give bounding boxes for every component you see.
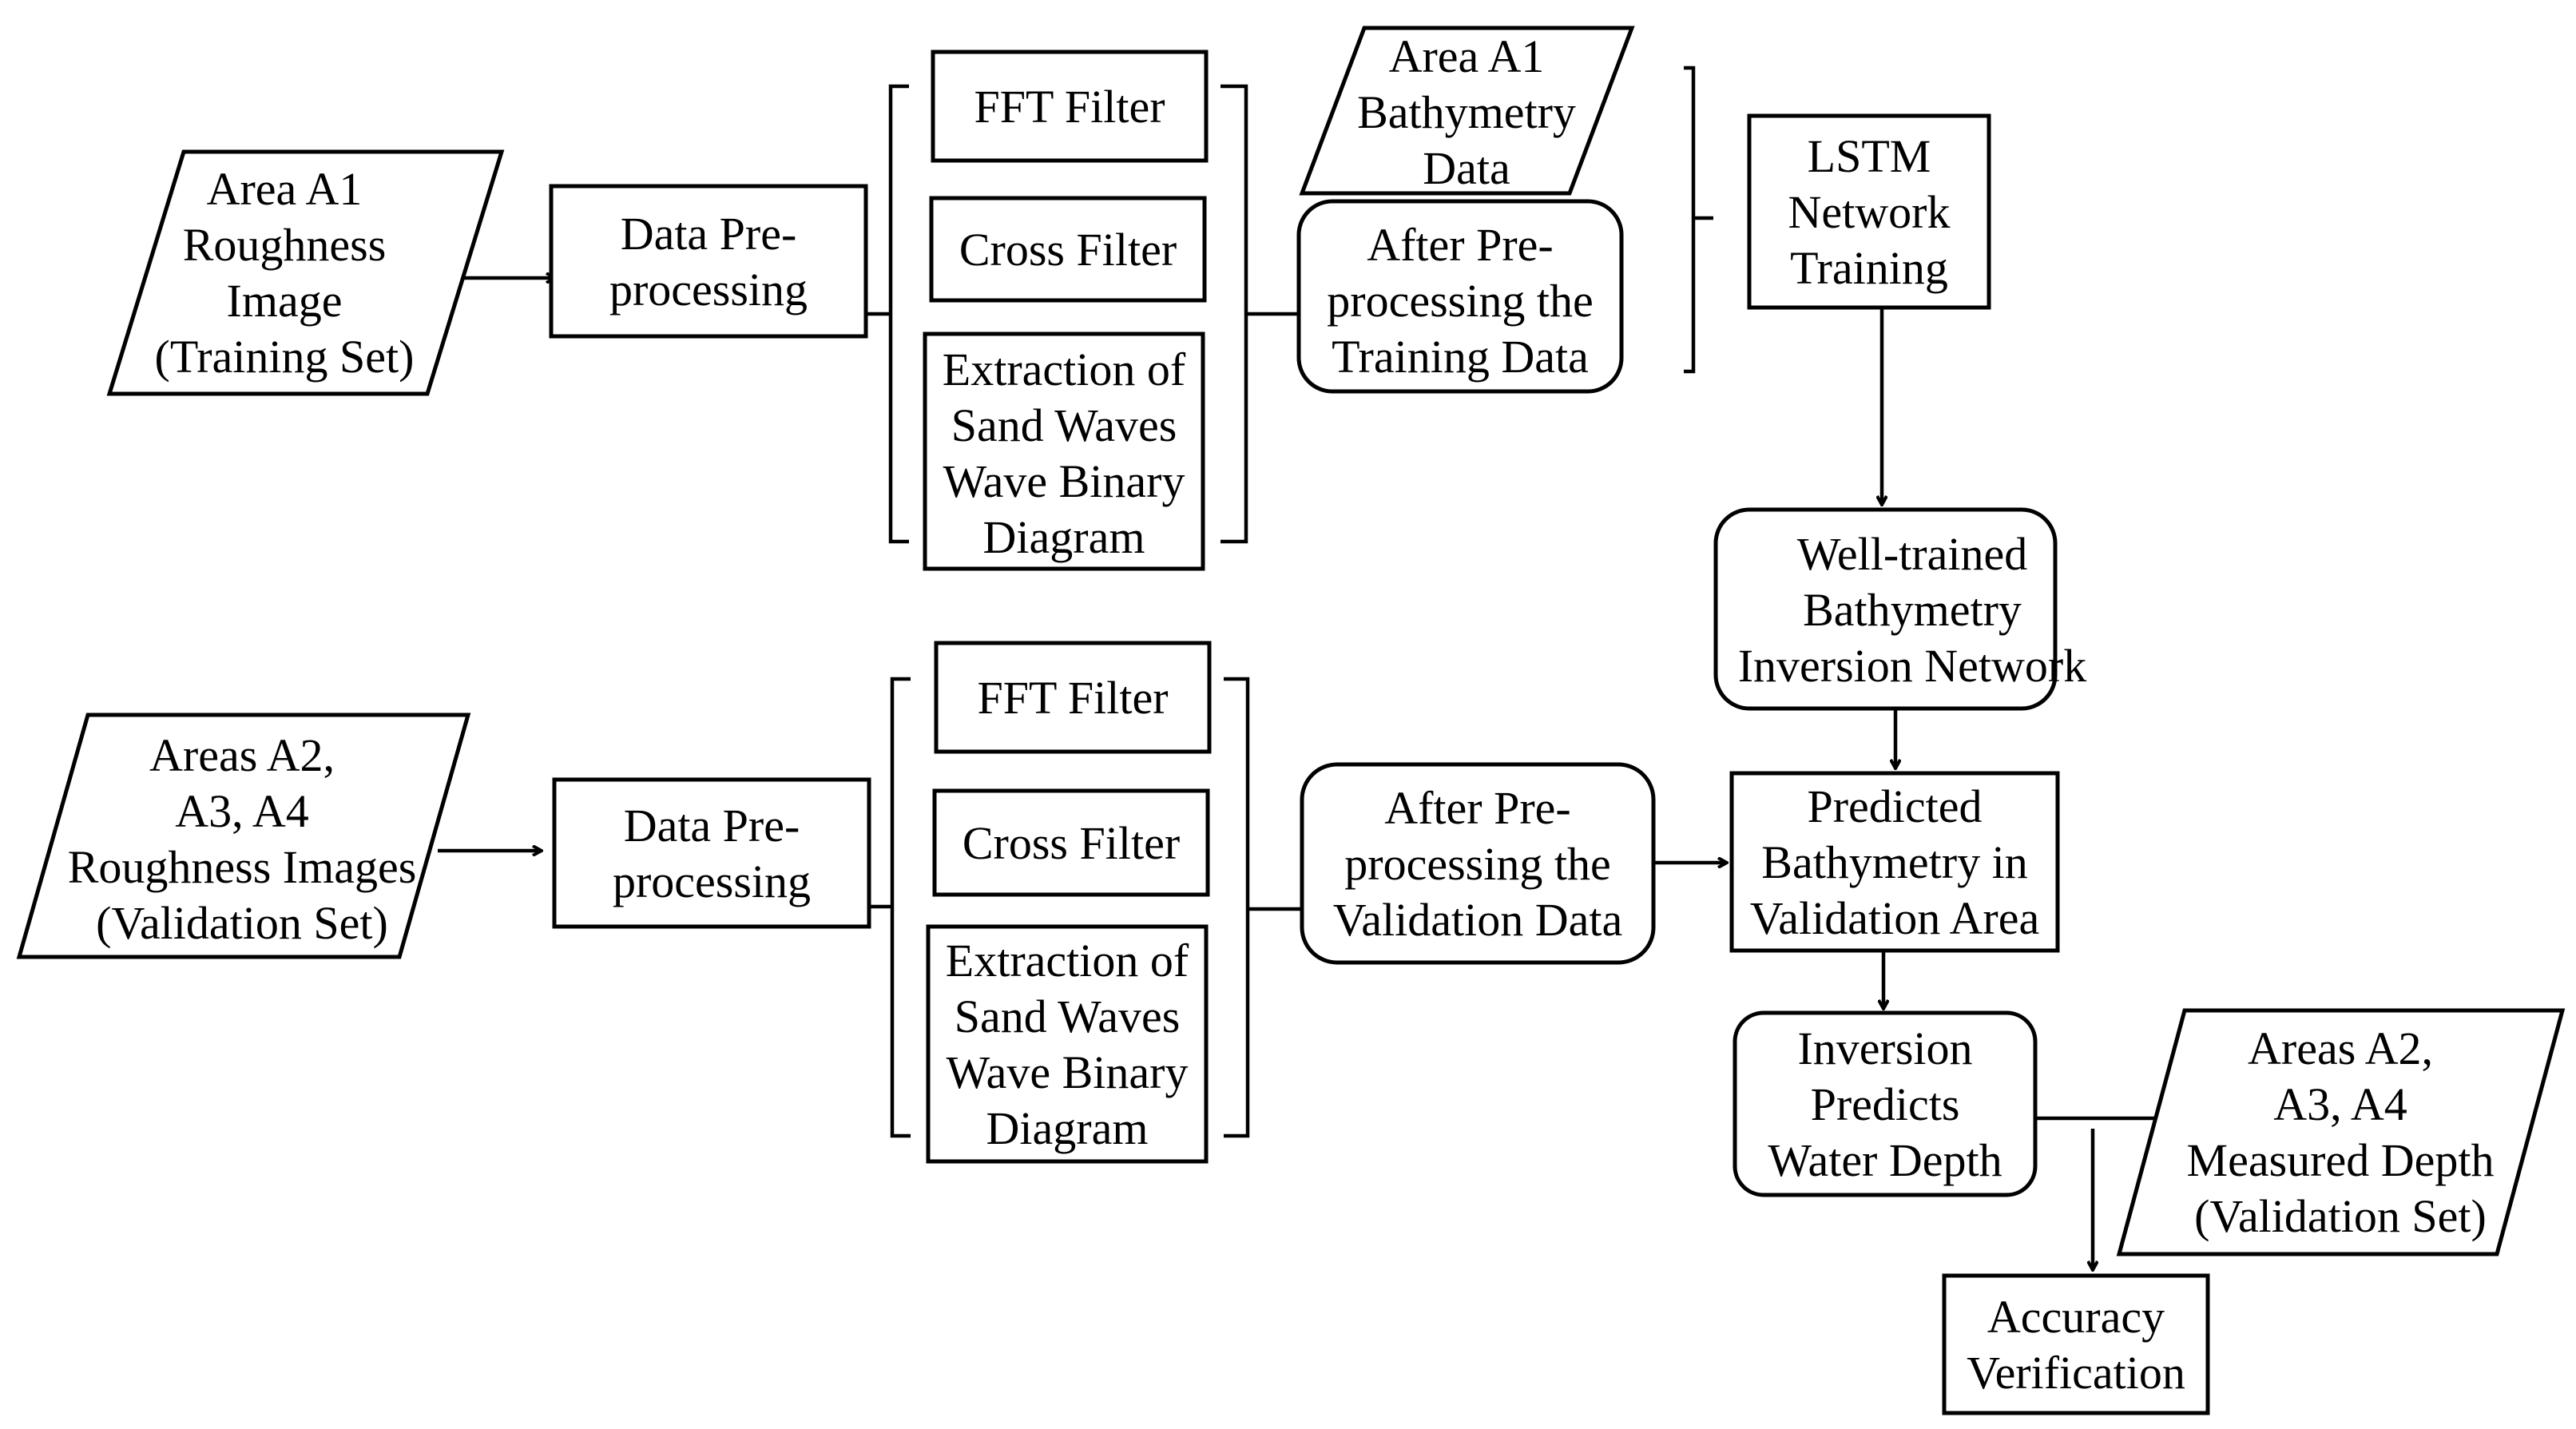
label-line: Accuracy — [1987, 1291, 2165, 1343]
cross-filter-top-box — [929, 196, 1207, 303]
label-line: Cross Filter — [963, 817, 1180, 869]
label-line: processing the — [1344, 838, 1610, 890]
label-line: Sand Waves — [951, 399, 1177, 451]
a234-roughness-parallelogram — [16, 713, 471, 959]
label-line: A3, A4 — [2273, 1078, 2407, 1130]
label-line: Water Depth — [1768, 1134, 2002, 1186]
label-line: Predicts — [1811, 1078, 1960, 1130]
label-line: Cross Filter — [959, 224, 1177, 276]
right-bracket-bottom-filters — [1224, 677, 1250, 1138]
label-line: After Pre- — [1367, 219, 1554, 271]
label-line: Well-trained — [1797, 528, 2027, 580]
lstm-box — [1747, 113, 1991, 310]
a1-bathymetry-parallelogram — [1299, 26, 1635, 196]
extraction-bottom-box — [926, 924, 1209, 1164]
label-line: processing — [609, 264, 808, 316]
label-line: Measured Depth — [2187, 1134, 2495, 1186]
preprocessing-top-label: Data Pre-processing — [609, 208, 808, 316]
preprocessing-bottom-box — [552, 777, 871, 929]
cross-filter-top-label: Cross Filter — [959, 224, 1177, 276]
label-line: Extraction of — [943, 343, 1186, 395]
label-line: Diagram — [986, 1102, 1149, 1154]
fft-filter-top-box — [931, 50, 1209, 163]
label-line: Inversion — [1797, 1022, 1972, 1074]
label-line: Roughness Images — [68, 841, 417, 893]
label-line: Sand Waves — [955, 990, 1181, 1042]
after-training-box — [1296, 199, 1624, 394]
predicted-box — [1729, 771, 2060, 953]
label-line: After Pre- — [1384, 782, 1571, 834]
label-line: Data Pre- — [624, 800, 800, 851]
label-line: processing the — [1327, 275, 1593, 327]
left-bracket-top-filters — [888, 84, 909, 544]
label-line: Predicted — [1807, 780, 1982, 832]
label-line: FFT Filter — [974, 81, 1165, 133]
label-line: Extraction of — [946, 935, 1189, 986]
well-trained-box — [1713, 507, 2058, 711]
label-line: Areas A2, — [149, 729, 335, 781]
label-line: Inversion Network — [1738, 640, 2087, 692]
a234-measured-parallelogram — [2116, 1008, 2566, 1256]
cross-filter-bottom-box — [932, 788, 1210, 897]
label-line: Bathymetry — [1803, 584, 2022, 636]
label-line: Validation Data — [1333, 894, 1622, 946]
label-line: processing — [613, 855, 811, 907]
right-bracket-top-filters — [1221, 84, 1248, 544]
after-validation-box — [1300, 762, 1656, 965]
label-line: Areas A2, — [2248, 1022, 2433, 1074]
preprocessing-top-box — [549, 184, 868, 339]
label-line: Area A1 — [1389, 30, 1545, 82]
label-line: Data — [1423, 142, 1510, 194]
label-line: Validation Area — [1750, 892, 2039, 944]
extraction-top-box — [923, 331, 1205, 571]
label-line: LSTM — [1808, 130, 1931, 182]
label-line: Verification — [1967, 1347, 2185, 1399]
label-line: Bathymetry — [1357, 86, 1576, 138]
connectors — [438, 65, 2155, 1270]
label-line: Wave Binary — [947, 1046, 1189, 1098]
preprocessing-bottom-label: Data Pre-processing — [613, 800, 811, 907]
label-line: Roughness — [183, 219, 387, 271]
label-line: Wave Binary — [943, 455, 1185, 507]
label-line: Data Pre- — [621, 208, 797, 260]
accuracy-box — [1942, 1273, 2210, 1415]
inversion-predicts-box — [1733, 1010, 2038, 1197]
label-line: Network — [1788, 186, 1951, 238]
label-line: Diagram — [983, 511, 1145, 563]
bracket-training-inputs — [1684, 65, 1696, 374]
label-line: Area A1 — [207, 163, 363, 215]
label-line: (Validation Set) — [2194, 1190, 2487, 1242]
fft-filter-top-label: FFT Filter — [974, 81, 1165, 133]
a1-roughness-parallelogram — [106, 149, 505, 396]
fft-filter-bottom-label: FFT Filter — [977, 672, 1168, 724]
label-line: (Validation Set) — [96, 897, 388, 949]
label-line: Bathymetry in — [1761, 836, 2027, 888]
fft-filter-bottom-box — [934, 641, 1212, 754]
cross-filter-bottom-label: Cross Filter — [963, 817, 1180, 869]
left-bracket-bottom-filters — [890, 677, 911, 1138]
label-line: FFT Filter — [977, 672, 1168, 724]
label-line: (Training Set) — [155, 331, 415, 383]
label-line: Image — [227, 275, 343, 327]
label-line: Training Data — [1332, 331, 1589, 383]
label-line: A3, A4 — [175, 785, 309, 837]
label-line: Training — [1790, 242, 1948, 294]
